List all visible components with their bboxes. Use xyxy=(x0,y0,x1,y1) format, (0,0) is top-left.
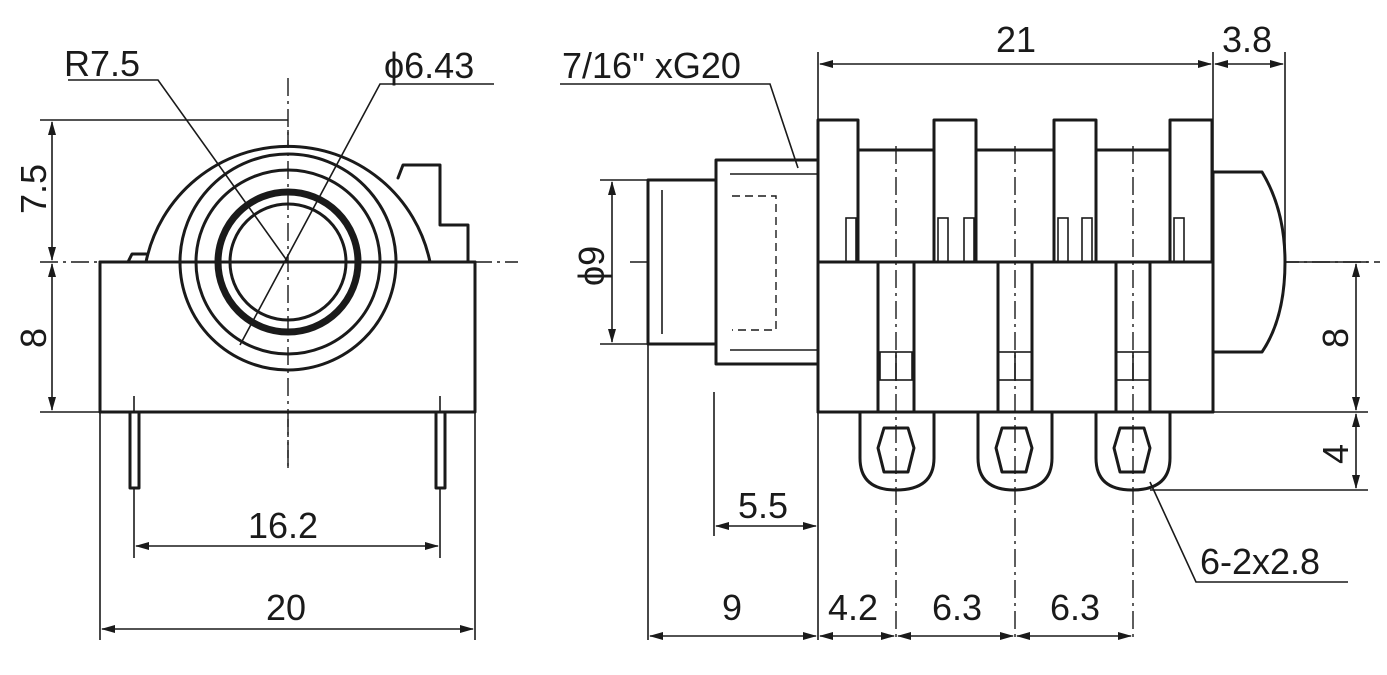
lower-block-2 xyxy=(912,260,1000,414)
radius-leader xyxy=(68,79,289,263)
side-view: 7/16" xG20 21 3.8 ϕ9 8 4 5.5 9 4.2 6.3 6… xyxy=(560,19,1380,640)
upper-terminal-1 xyxy=(816,118,860,264)
rear-nose xyxy=(1211,170,1287,354)
lug-hole-label: 6-2x2.8 xyxy=(1200,541,1320,582)
lower-block-3 xyxy=(1030,260,1118,414)
thread-label: 7/16" xG20 xyxy=(562,45,741,86)
solder-lug-2-hole xyxy=(994,426,1034,474)
upper-terminal-3 xyxy=(1052,118,1098,264)
lug-hole-leader xyxy=(1149,481,1348,583)
barrel-diameter-label: ϕ9 xyxy=(571,246,612,286)
lug-height-label: 4 xyxy=(1315,444,1356,464)
total-width-label: 20 xyxy=(266,587,306,628)
barrel-offset-label: 5.5 xyxy=(738,485,788,526)
thread-leader xyxy=(560,83,799,169)
first-pitch-label: 4.2 xyxy=(828,587,878,628)
radius-label: R7.5 xyxy=(64,43,140,84)
front-view: R7.5 ϕ6.43 7.5 8 16.2 20 xyxy=(13,43,518,640)
barrel-hidden-bore xyxy=(732,195,777,331)
lower-height-label: 8 xyxy=(13,328,54,348)
solder-lug-3-hole xyxy=(1112,426,1152,474)
front-pin-left xyxy=(128,410,141,490)
barrel-front xyxy=(646,178,722,346)
front-pin-right xyxy=(434,410,447,490)
upper-terminal-4 xyxy=(1168,118,1214,264)
lower-block-4 xyxy=(1148,260,1215,414)
barrel-length-label: 9 xyxy=(722,587,742,628)
upper-terminal-2 xyxy=(932,118,978,264)
bore-diameter-label: ϕ6.43 xyxy=(384,45,474,86)
body-height-label: 8 xyxy=(1315,328,1356,348)
body-length-label: 21 xyxy=(996,19,1036,60)
lower-block-1 xyxy=(816,260,880,414)
barrel-threaded xyxy=(714,158,820,366)
third-pitch-label: 6.3 xyxy=(1050,587,1100,628)
solder-lug-1 xyxy=(858,410,936,492)
tip-length-label: 3.8 xyxy=(1222,19,1272,60)
bore-leader xyxy=(239,83,494,346)
front-arch-foot-left xyxy=(126,252,148,264)
solder-lug-1-hole xyxy=(876,426,916,474)
pin-spacing-label: 16.2 xyxy=(248,505,318,546)
second-pitch-label: 6.3 xyxy=(932,587,982,628)
upper-height-label: 7.5 xyxy=(13,164,54,214)
